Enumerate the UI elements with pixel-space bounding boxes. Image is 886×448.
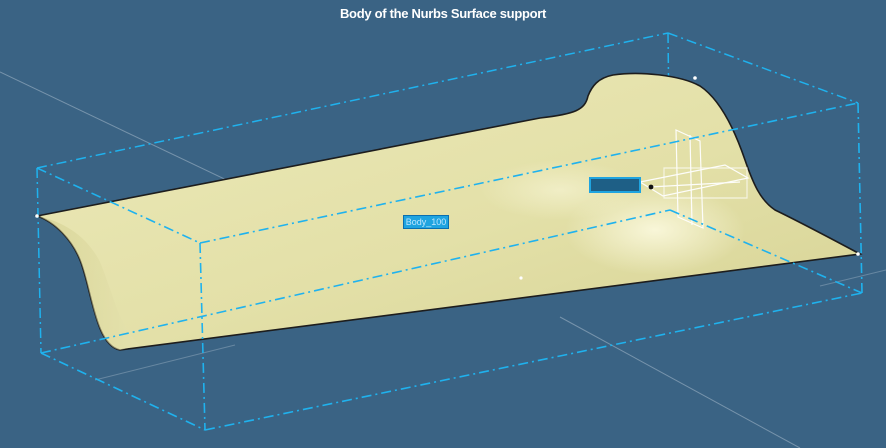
grid-line	[819, 269, 886, 287]
surface-point	[35, 214, 39, 218]
compass-axis-icon	[638, 129, 750, 229]
grid-line	[94, 344, 236, 381]
grid-line	[559, 316, 801, 448]
anchor-point	[648, 184, 654, 190]
surface-point	[693, 76, 697, 80]
bounding-box-front	[36, 102, 863, 431]
anchor-selection-box[interactable]	[589, 177, 641, 193]
surface-point	[519, 276, 523, 280]
body-label[interactable]: Body_100	[403, 215, 449, 229]
surface-point	[856, 252, 860, 256]
viewport-title: Body of the Nurbs Surface support	[339, 6, 547, 21]
nurbs-surface	[33, 72, 863, 351]
